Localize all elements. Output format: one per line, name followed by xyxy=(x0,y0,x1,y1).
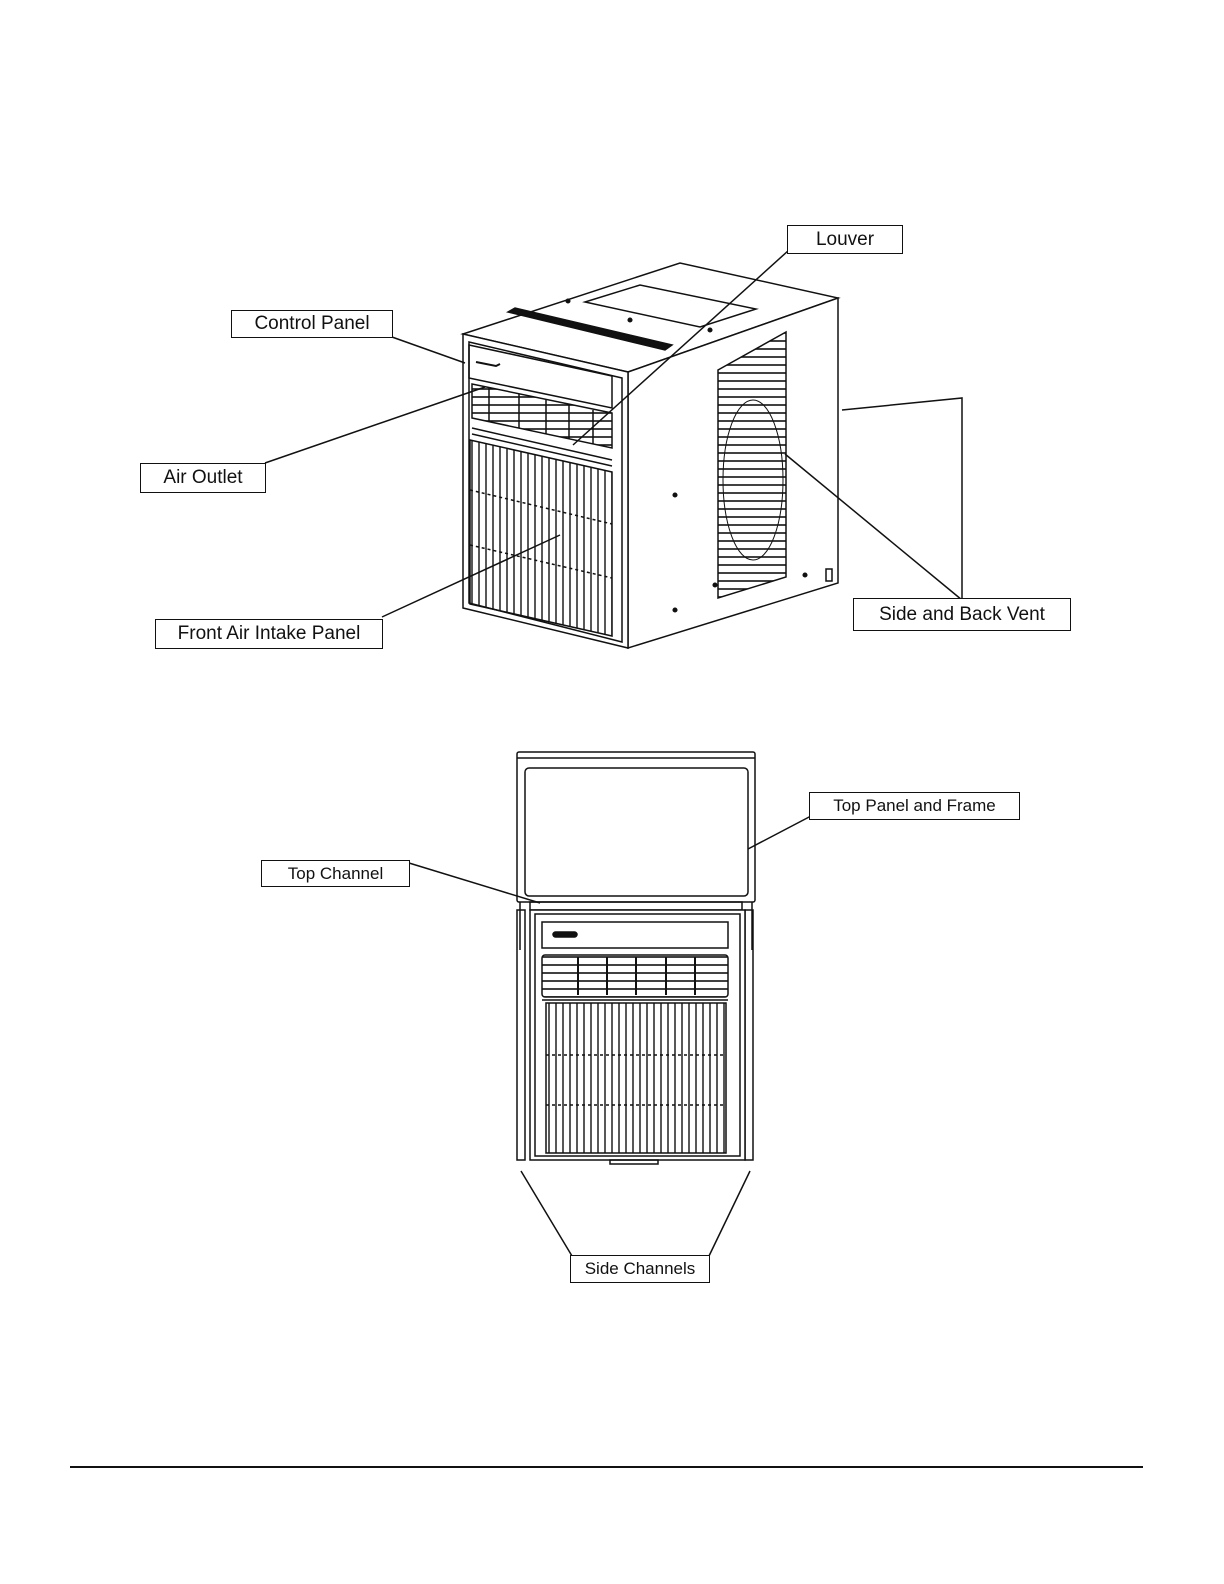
leader-side-channel-left xyxy=(521,1171,572,1256)
callout-side-and-back-vent: Side and Back Vent xyxy=(853,598,1071,631)
leader-vent-back xyxy=(842,398,962,600)
side-channel-left xyxy=(517,910,525,1160)
side-vent-frame xyxy=(718,332,786,598)
leader-top-panel-frame xyxy=(748,816,811,849)
front-view-intake-grille xyxy=(546,1003,726,1153)
callout-top-panel-and-frame: Top Panel and Frame xyxy=(809,792,1020,820)
footer-rule xyxy=(70,1466,1143,1468)
top-channel xyxy=(530,902,742,910)
front-intake-grille xyxy=(470,440,612,636)
leader-control-panel xyxy=(392,337,465,363)
callout-front-air-intake-panel: Front Air Intake Panel xyxy=(155,619,383,649)
callout-side-channels: Side Channels xyxy=(570,1255,710,1283)
leader-air-outlet xyxy=(265,387,485,463)
front-control-logo xyxy=(553,932,577,937)
leader-side-channel-right xyxy=(709,1171,750,1256)
callout-air-outlet: Air Outlet xyxy=(140,463,266,493)
callout-top-channel: Top Channel xyxy=(261,860,410,887)
ac-unit-front-view xyxy=(517,752,755,1164)
callout-control-panel: Control Panel xyxy=(231,310,393,338)
ac-unit-perspective xyxy=(463,263,838,648)
top-panel-frame xyxy=(517,752,755,902)
callout-louver: Louver xyxy=(787,225,903,254)
